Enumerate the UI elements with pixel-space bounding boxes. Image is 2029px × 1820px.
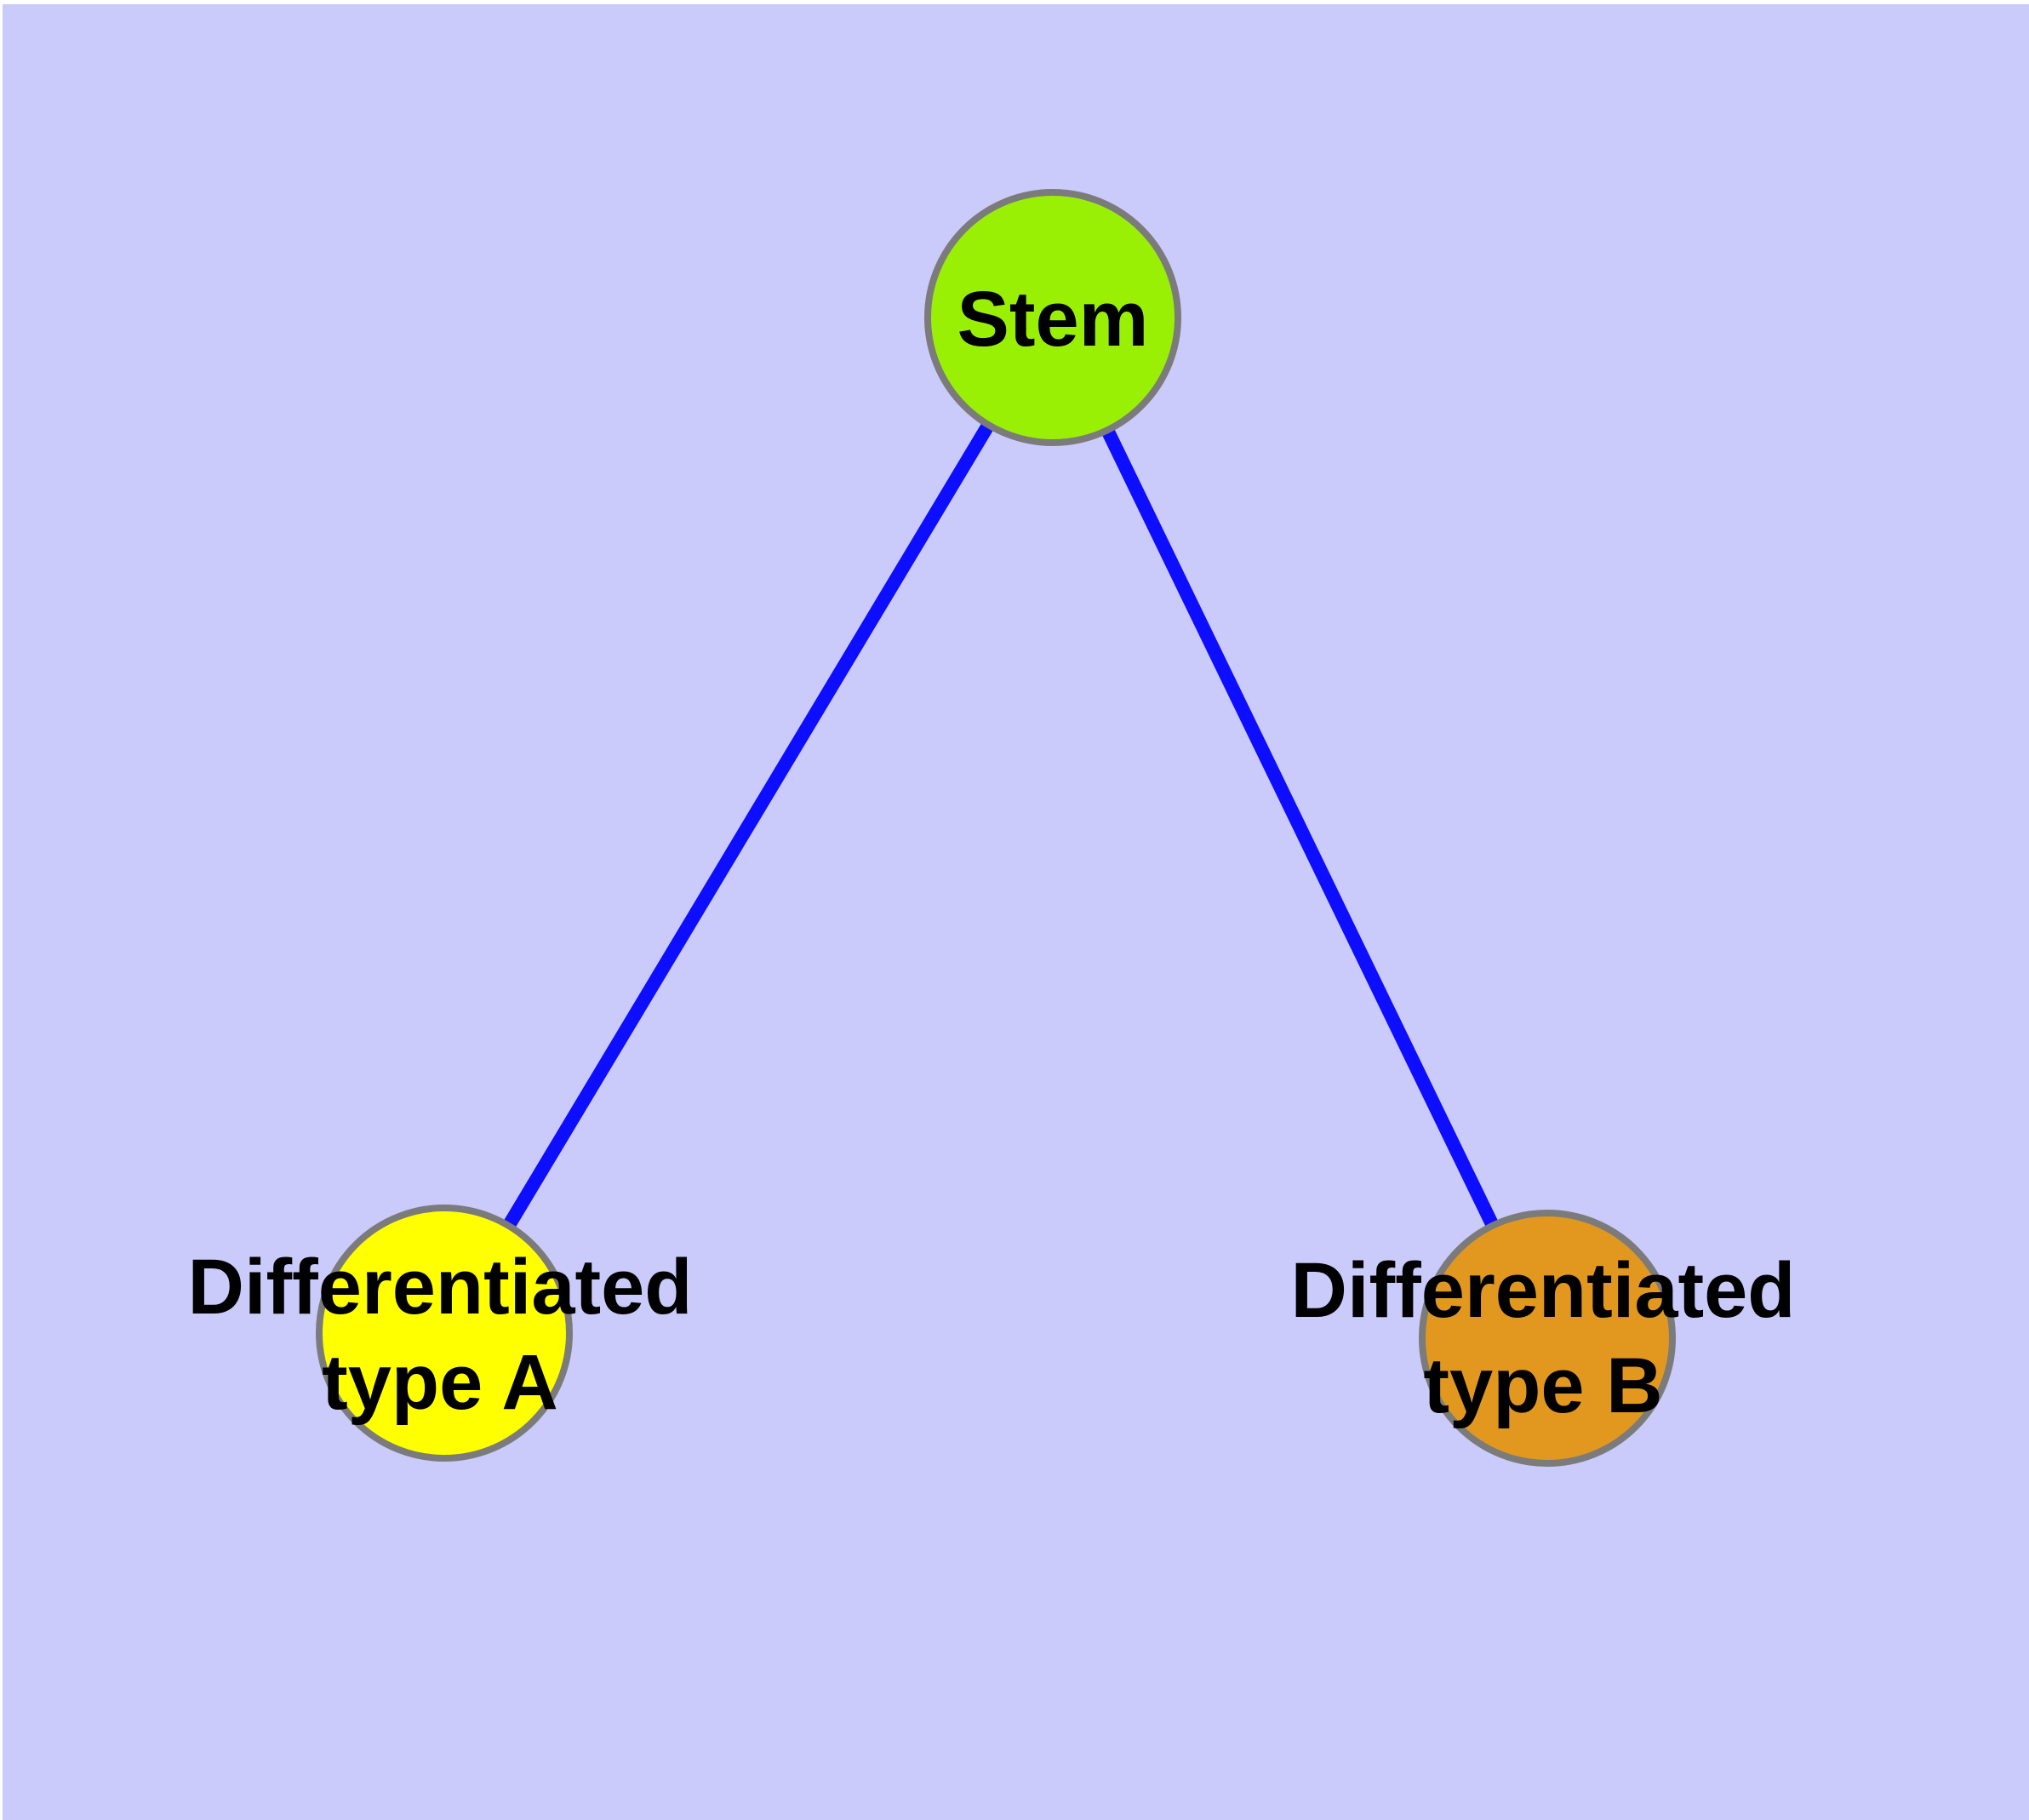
type-a-node xyxy=(316,1205,573,1462)
edge-stem-to-type-a xyxy=(438,313,1059,1337)
stem-node xyxy=(924,189,1181,446)
type-b-node-label-line1: Differentiated xyxy=(1290,1247,1796,1334)
stem-node-label: Stem xyxy=(957,272,1149,367)
type-a-node-label: Differentiated type A xyxy=(188,1239,693,1430)
type-a-node-label-line1: Differentiated xyxy=(187,1244,693,1331)
stem-node-label-text: Stem xyxy=(957,276,1149,363)
type-b-node xyxy=(1419,1210,1676,1467)
type-b-node-label-line2: type B xyxy=(1423,1342,1663,1429)
type-a-node-label-line2: type A xyxy=(322,1339,558,1426)
edge-stem-to-type-b xyxy=(1046,314,1554,1342)
type-b-node-label: Differentiated type B xyxy=(1291,1243,1796,1434)
